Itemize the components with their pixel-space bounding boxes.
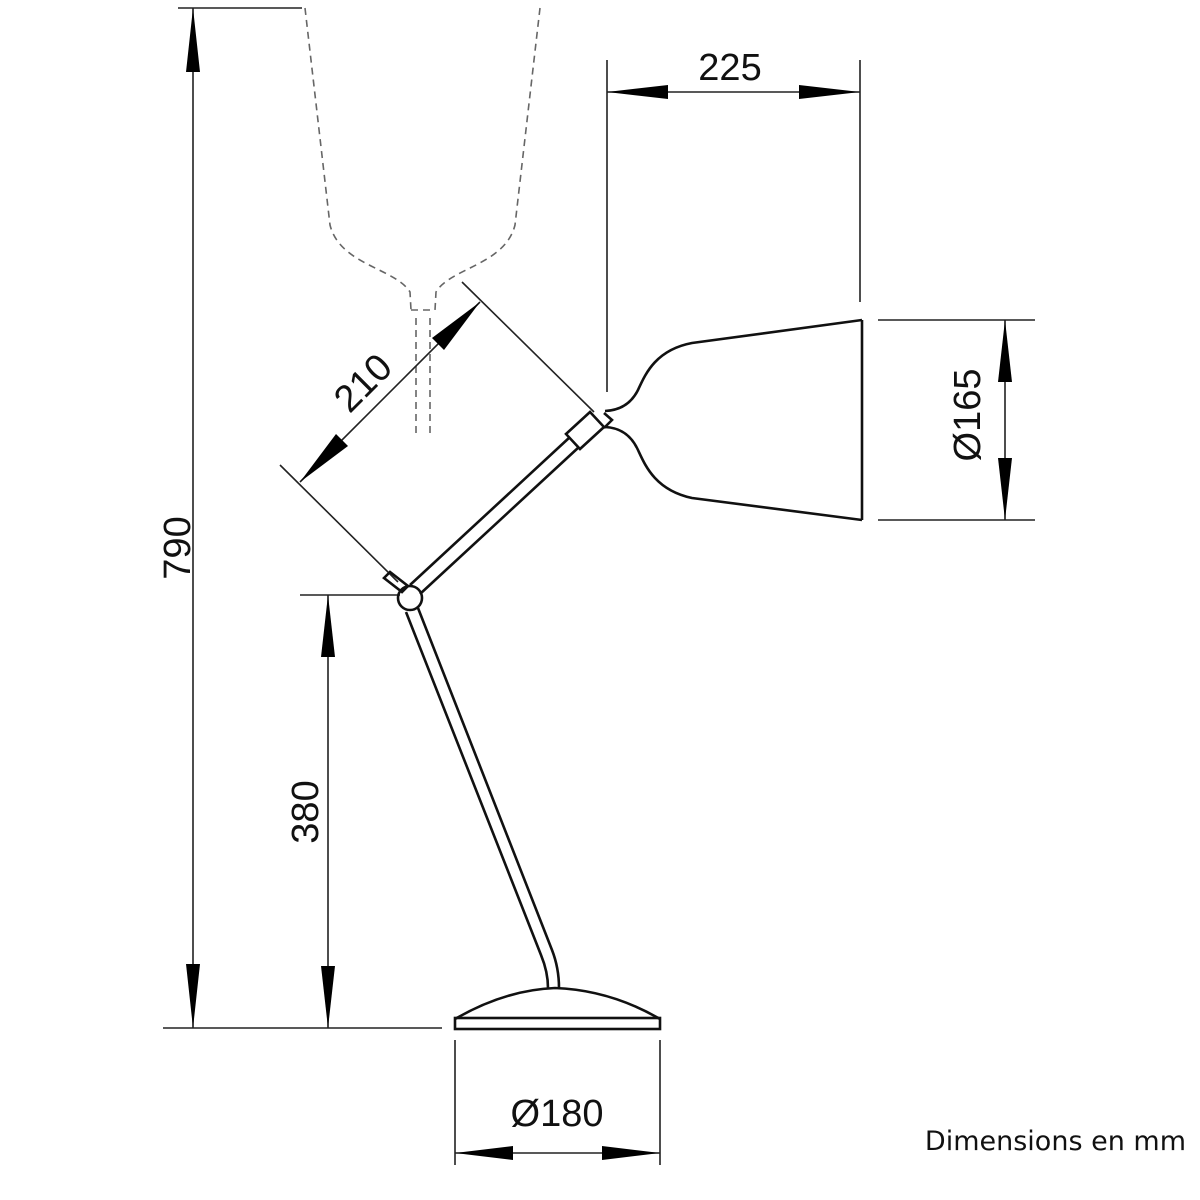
dimension-790: 790: [157, 7, 442, 1029]
units-note: Dimensions en mm: [924, 1126, 1186, 1157]
lamp-stem: [404, 607, 561, 989]
dimension-210: 210: [279, 281, 595, 583]
dashed-shade-upright: [304, 7, 541, 438]
lamp-base: [453, 986, 662, 1031]
dimension-shade-diameter: Ø165: [878, 319, 1035, 521]
lamp-shade: [604, 318, 864, 522]
dimension-180-label: Ø180: [511, 1093, 604, 1135]
dimension-210-label: 210: [326, 346, 401, 421]
dimension-380: 380: [285, 594, 400, 1028]
dimension-165-label: Ø165: [947, 369, 989, 462]
dimension-790-label: 790: [157, 516, 199, 579]
dimension-225: 225: [606, 47, 861, 392]
dimension-base-diameter: Ø180: [454, 1040, 661, 1165]
lamp-joint: [382, 570, 424, 612]
dimension-380-label: 380: [285, 780, 327, 843]
dimension-225-label: 225: [698, 47, 761, 89]
lamp-upper-arm: [409, 410, 614, 595]
